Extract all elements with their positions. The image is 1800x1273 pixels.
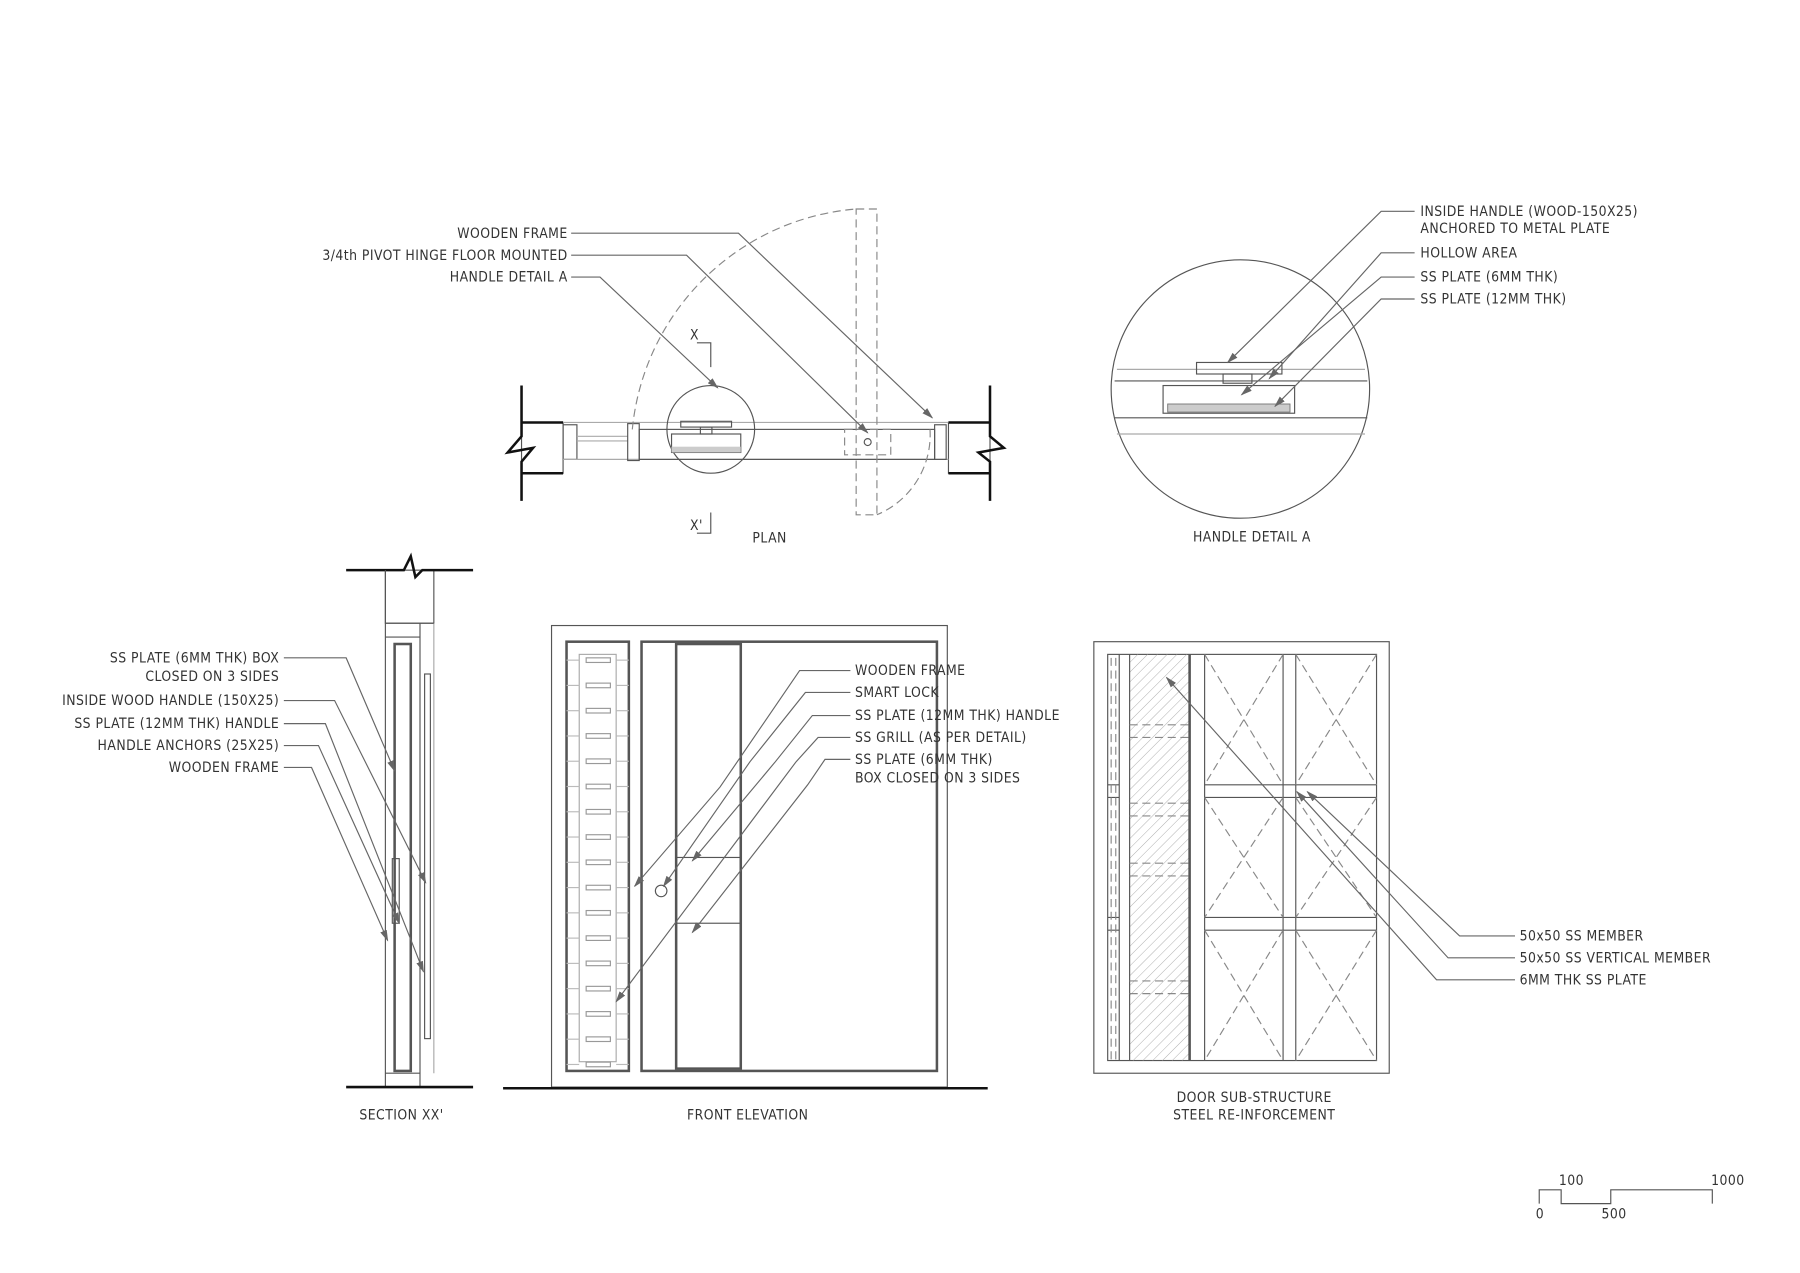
handle-detail-title: HANDLE DETAIL A (1193, 529, 1311, 545)
grill-slot (585, 985, 611, 992)
scale-tick-100: 100 (1559, 1173, 1584, 1189)
substructure-label-vertical-member: 50x50 SS VERTICAL MEMBER (1520, 950, 1712, 966)
elevation-label-ss-grill: SS GRILL (AS PER DETAIL) (855, 730, 1027, 746)
elevation-label-ss-plate-6mm: SS PLATE (6MM THK) (855, 752, 993, 768)
grill-slot (585, 960, 611, 967)
substructure-title-line2: STEEL RE-INFORCEMENT (1173, 1107, 1335, 1123)
right-wall (947, 385, 1007, 501)
ss-plate-handle (675, 856, 742, 924)
open-leaf-outline (855, 208, 878, 516)
detail-label-ss-plate-6mm: SS PLATE (6MM THK) (1420, 270, 1558, 286)
elevation-label-smart-lock: SMART LOCK (855, 685, 939, 701)
grill-slot (585, 682, 611, 689)
section-label-ss-plate-handle: SS PLATE (12MM THK) HANDLE (74, 716, 279, 732)
scale-tick-1000: 1000 (1711, 1173, 1745, 1189)
left-wall (504, 385, 564, 501)
section-title: SECTION XX' (359, 1107, 443, 1123)
grill-slot (585, 1036, 611, 1043)
detail-label-hollow-area: HOLLOW AREA (1420, 245, 1517, 261)
plan-title: PLAN (752, 530, 786, 546)
plan-view: X X' WOODEN FRAME 3/4th PIVOT HINGE FLOO… (322, 208, 1007, 546)
substructure-label-ss-member: 50x50 SS MEMBER (1520, 929, 1644, 945)
scale-bar: 0 100 500 1000 (1536, 1173, 1745, 1223)
elevation-label-wooden-frame: WOODEN FRAME (855, 663, 965, 679)
side-panel-grill (566, 657, 629, 1068)
handle-detail-view: INSIDE HANDLE (WOOD-150X25) ANCHORED TO … (1110, 204, 1638, 545)
grill-slot (585, 733, 611, 739)
grill-slot (585, 909, 611, 916)
grill-slot (585, 834, 611, 840)
detail-label-ss-plate-12mm: SS PLATE (12MM THK) (1420, 292, 1566, 308)
leader-line (571, 276, 719, 389)
leader-line (571, 232, 934, 419)
leader-line (571, 254, 869, 434)
section-label-ss-plate-box: SS PLATE (6MM THK) BOX (110, 650, 279, 666)
pivot-hinge (844, 428, 892, 456)
section-mark-x-prime: X' (690, 518, 703, 534)
substructure-view: 50x50 SS MEMBER 50x50 SS VERTICAL MEMBER… (1093, 641, 1712, 1123)
front-elevation-view: WOODEN FRAME SMART LOCK SS PLATE (12MM T… (503, 624, 1060, 1123)
scale-tick-500: 500 (1602, 1207, 1627, 1223)
plan-label-pivot-hinge: 3/4th PIVOT HINGE FLOOR MOUNTED (322, 248, 567, 264)
elevation-label-ss-plate-handle: SS PLATE (12MM THK) HANDLE (855, 708, 1060, 724)
grill-slot (585, 935, 611, 942)
section-label-wood-handle: INSIDE WOOD HANDLE (150X25) (62, 693, 279, 709)
grill-slot (585, 758, 611, 765)
section-label-wooden-frame: WOODEN FRAME (169, 760, 279, 776)
detail-label-inside-handle: INSIDE HANDLE (WOOD-150X25) (1420, 204, 1638, 220)
smart-lock (654, 884, 668, 898)
grill-slot (585, 1011, 611, 1017)
section-label-closed-3-sides: CLOSED ON 3 SIDES (145, 669, 279, 685)
section-mark-x: X (690, 327, 699, 343)
substructure-title-line1: DOOR SUB-STRUCTURE (1177, 1090, 1332, 1106)
grill-slot (585, 1061, 611, 1068)
plan-label-handle-detail: HANDLE DETAIL A (450, 270, 568, 286)
grill-slot (585, 707, 611, 714)
grill-slot (585, 783, 611, 790)
grill-slot (585, 808, 611, 815)
substructure-label-ss-plate: 6MM THK SS PLATE (1520, 972, 1647, 988)
detail-label-anchored: ANCHORED TO METAL PLATE (1420, 221, 1610, 237)
plan-label-wooden-frame: WOODEN FRAME (457, 226, 567, 242)
grill-slot (585, 657, 611, 664)
section-label-handle-anchors: HANDLE ANCHORS (25X25) (98, 738, 280, 754)
elevation-label-box-closed: BOX CLOSED ON 3 SIDES (855, 770, 1020, 786)
grill-slot (585, 884, 611, 891)
elevation-title: FRONT ELEVATION (687, 1107, 808, 1123)
section-view: SS PLATE (6MM THK) BOX CLOSED ON 3 SIDES… (62, 552, 474, 1123)
grill-slot (585, 859, 611, 866)
scale-tick-0: 0 (1536, 1207, 1544, 1223)
